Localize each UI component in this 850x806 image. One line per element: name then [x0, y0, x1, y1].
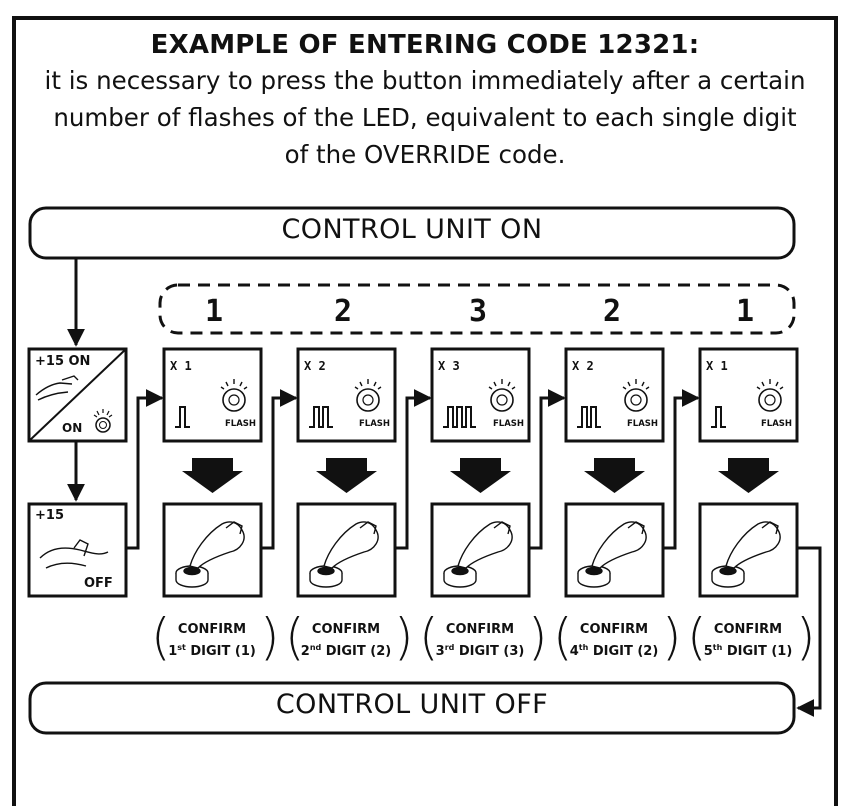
flash-label: FLASH — [225, 419, 257, 429]
off-panel-bottom-text: OFF — [84, 576, 113, 591]
step-column-1 — [162, 347, 263, 598]
finger-press-button-icon — [175, 521, 245, 588]
flash-count-label: X 3 — [438, 359, 460, 373]
hand-key-icon — [35, 375, 79, 401]
connector-arrow-3 — [395, 389, 432, 550]
start-panel — [27, 347, 128, 443]
control-unit-on-box — [28, 206, 796, 260]
finger-press-button-icon — [443, 521, 513, 588]
flash-count-label: X 1 — [706, 359, 728, 373]
description-line-2: number of flashes of the LED, equivalent… — [53, 103, 797, 132]
flash-pulse-train — [309, 406, 333, 428]
flash-label: FLASH — [627, 419, 659, 429]
led-icon — [354, 379, 382, 412]
flash-pulse-train — [175, 406, 190, 428]
code-digit-5: 1 — [735, 294, 755, 329]
paren-left: ( — [419, 608, 439, 666]
step-column-4 — [564, 347, 665, 598]
flash-label: FLASH — [359, 419, 391, 429]
flash-count-label: X 2 — [304, 359, 326, 373]
flash-count-label: X 2 — [572, 359, 594, 373]
down-arrow-icon — [316, 458, 377, 493]
diagram-frame — [12, 16, 838, 806]
description-line-1: it is necessary to press the button imme… — [44, 66, 806, 95]
paren-left: ( — [687, 608, 707, 666]
flash-count-label: X 1 — [170, 359, 192, 373]
description-line-3: of the OVERRIDE code. — [284, 140, 566, 169]
step-column-3 — [430, 347, 531, 598]
control-unit-off-box — [28, 681, 796, 735]
down-arrow-icon — [718, 458, 779, 493]
off-panel — [27, 502, 128, 598]
connector-arrow-4 — [529, 389, 566, 550]
paren-right: ) — [796, 608, 816, 666]
down-arrow-icon — [182, 458, 243, 493]
finger-press-button-icon — [577, 521, 647, 588]
flash-pulse-train — [577, 406, 601, 428]
connector-arrow-5 — [663, 389, 700, 550]
led-icon — [622, 379, 650, 412]
step-column-2 — [296, 347, 397, 598]
connector-arrow-1 — [126, 389, 164, 550]
diagram-heading: EXAMPLE OF ENTERING CODE 12321: — [150, 30, 700, 60]
finger-press-button-icon — [711, 521, 781, 588]
down-arrow-icon — [584, 458, 645, 493]
paren-left: ( — [285, 608, 305, 666]
paren-right: ) — [394, 608, 414, 666]
code-digit-2: 2 — [333, 294, 353, 329]
flash-pulse-train — [443, 406, 476, 428]
off-panel-top-text: +15 — [35, 508, 64, 523]
flash-label: FLASH — [761, 419, 793, 429]
start-panel-bottom-text: ON — [62, 421, 83, 435]
code-digits-box — [158, 283, 796, 335]
flash-label: FLASH — [493, 419, 525, 429]
led-icon — [220, 379, 248, 412]
arrow-last-to-off — [796, 546, 822, 717]
down-arrow-icon — [450, 458, 511, 493]
led-icon — [756, 379, 784, 412]
code-digit-1: 1 — [204, 294, 224, 329]
control-unit-off-label: CONTROL UNIT OFF — [275, 689, 549, 720]
paren-right: ) — [260, 608, 280, 666]
led-icon — [488, 379, 516, 412]
connector-arrow-2 — [261, 389, 298, 550]
paren-left: ( — [151, 608, 171, 666]
start-panel-top-text: +15 ON — [35, 354, 91, 369]
flash-pulse-train — [711, 406, 726, 428]
code-digit-4: 2 — [602, 294, 622, 329]
paren-left: ( — [553, 608, 573, 666]
step-column-5 — [698, 347, 799, 598]
control-unit-on-label: CONTROL UNIT ON — [281, 214, 543, 245]
led-icon — [93, 409, 113, 433]
code-digit-3: 3 — [468, 294, 488, 329]
paren-right: ) — [528, 608, 548, 666]
finger-press-button-icon — [309, 521, 379, 588]
hand-key-icon — [39, 539, 109, 569]
paren-right: ) — [662, 608, 682, 666]
